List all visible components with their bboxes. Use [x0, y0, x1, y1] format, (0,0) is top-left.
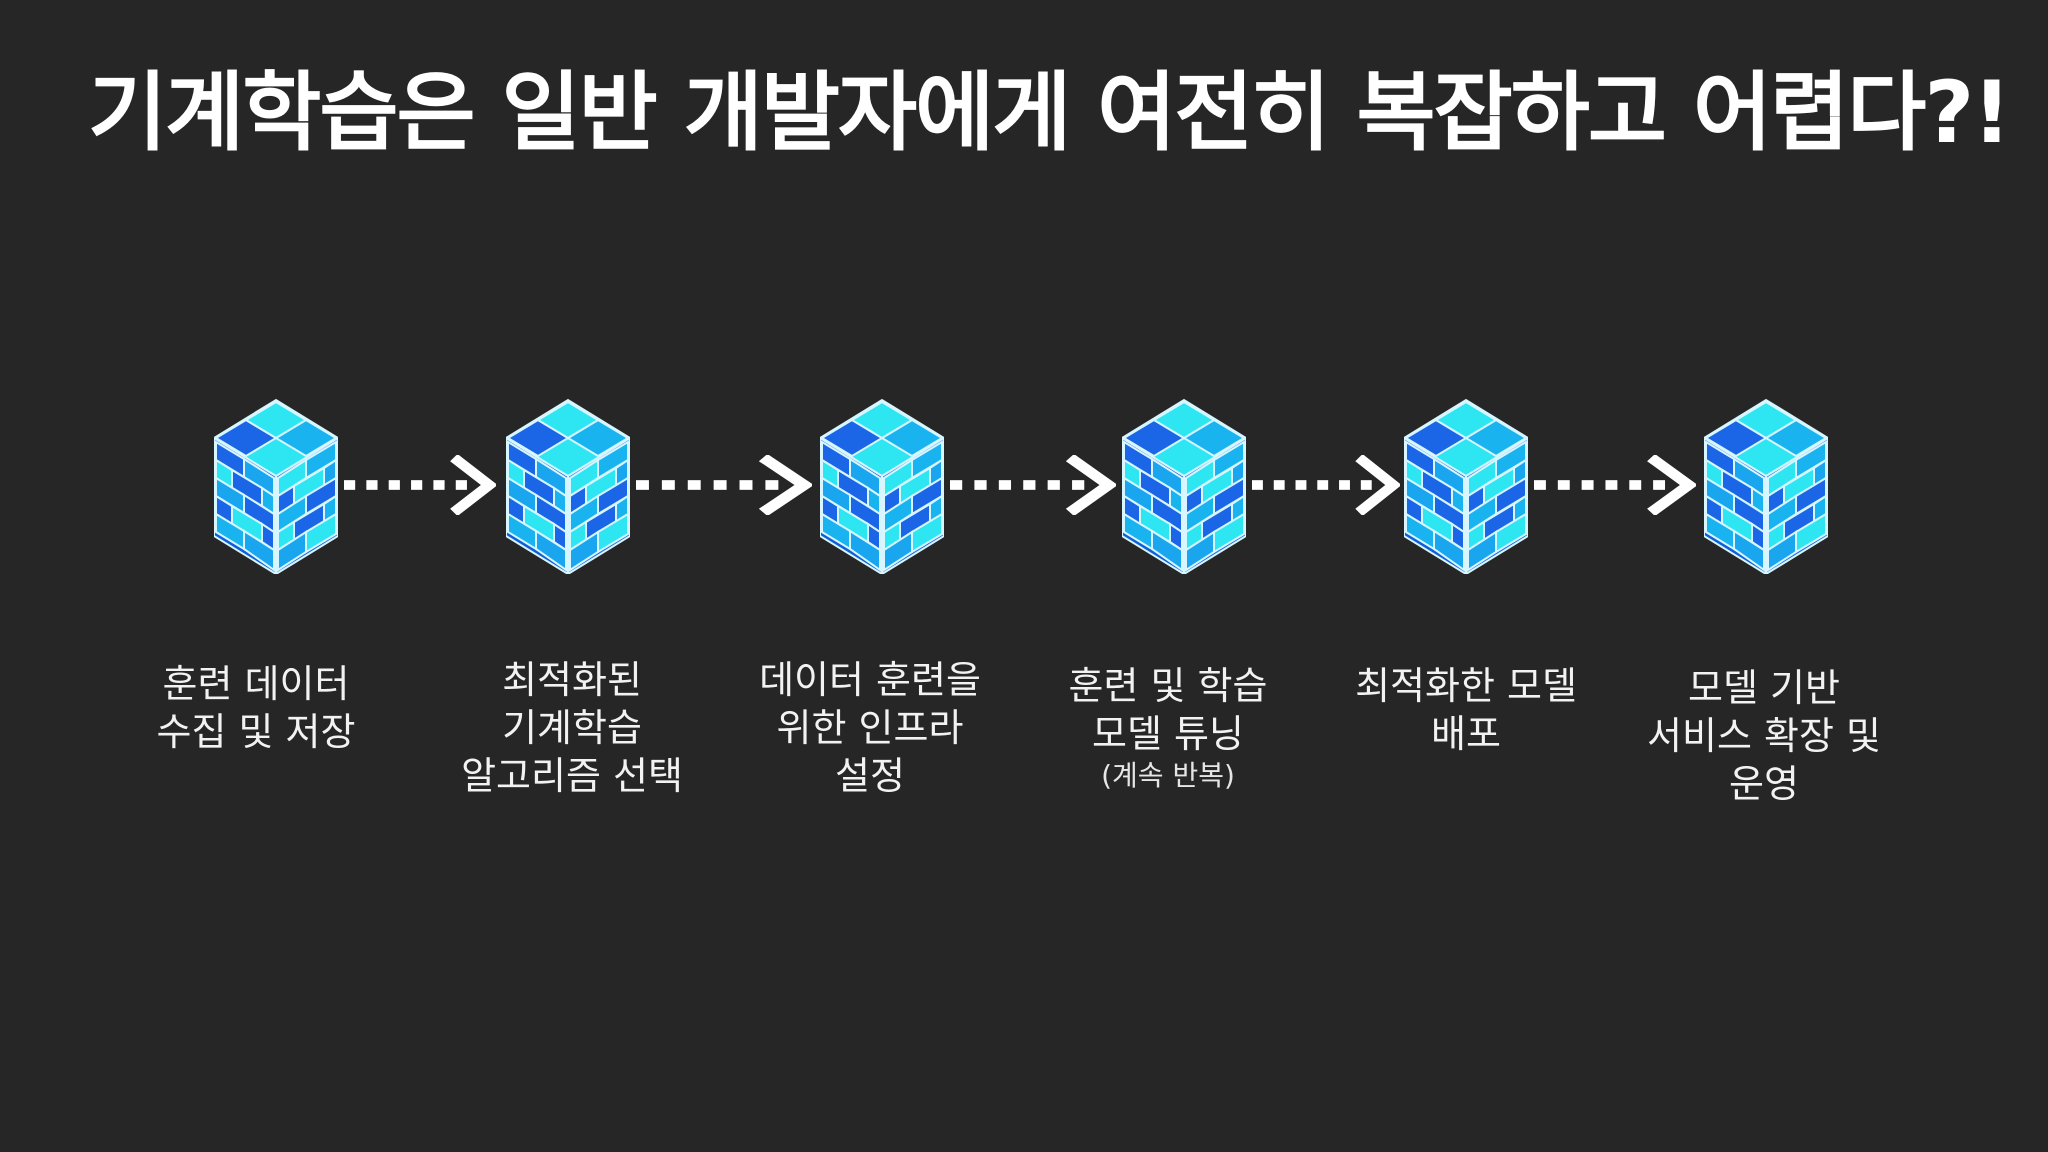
- dotted-arrow-icon: [1534, 455, 1696, 515]
- step-label-line: 모델 기반: [1688, 666, 1840, 710]
- step-label-line: 데이터 훈련을: [759, 658, 981, 702]
- step-label-line: 모델 튜닝: [1092, 712, 1244, 756]
- step-label-line: 수집 및 저장: [156, 710, 356, 754]
- step-label-6: 모델 기반 서비스 확장 및 운영: [1614, 664, 1914, 808]
- step-label-line: 운영: [1729, 762, 1799, 806]
- step-label-1: 훈련 데이터 수집 및 저장: [106, 660, 406, 756]
- step-label-line: 기계학습: [502, 706, 642, 750]
- brick-wall-icon: [214, 399, 338, 574]
- step-label-line: 설정: [835, 754, 905, 798]
- dotted-arrow-icon: [636, 455, 812, 515]
- step-label-line: 위한 인프라: [776, 706, 964, 750]
- step-label-2: 최적화된 기계학습 알고리즘 선택: [422, 656, 722, 800]
- step-label-5: 최적화한 모델 배포: [1316, 662, 1616, 758]
- step-label-line: 서비스 확장 및: [1647, 714, 1881, 758]
- brick-wall-icon: [1704, 399, 1828, 574]
- brick-wall-icon: [1404, 399, 1528, 574]
- step-label-line: 최적화한 모델: [1355, 664, 1577, 708]
- step-label-line: 훈련 및 학습: [1068, 664, 1268, 708]
- step-label-line: 알고리즘 선택: [461, 754, 683, 798]
- brick-wall-icon: [506, 399, 630, 574]
- step-label-3: 데이터 훈련을 위한 인프라 설정: [720, 656, 1020, 800]
- brick-wall-icon: [1122, 399, 1246, 574]
- slide-title: 기계학습은 일반 개발자에게 여전히 복잡하고 어렵다?!: [88, 63, 2011, 163]
- step-label-note: (계속 반복): [1101, 759, 1235, 792]
- brick-wall-icon: [820, 399, 944, 574]
- dotted-arrow-icon: [344, 455, 496, 515]
- step-label-line: 훈련 데이터: [162, 662, 350, 706]
- step-label-line: 배포: [1431, 712, 1501, 756]
- step-label-line: 최적화된: [502, 658, 642, 702]
- dotted-arrow-icon: [950, 455, 1116, 515]
- dotted-arrow-icon: [1252, 455, 1400, 515]
- step-label-4: 훈련 및 학습 모델 튜닝 (계속 반복): [1018, 662, 1318, 794]
